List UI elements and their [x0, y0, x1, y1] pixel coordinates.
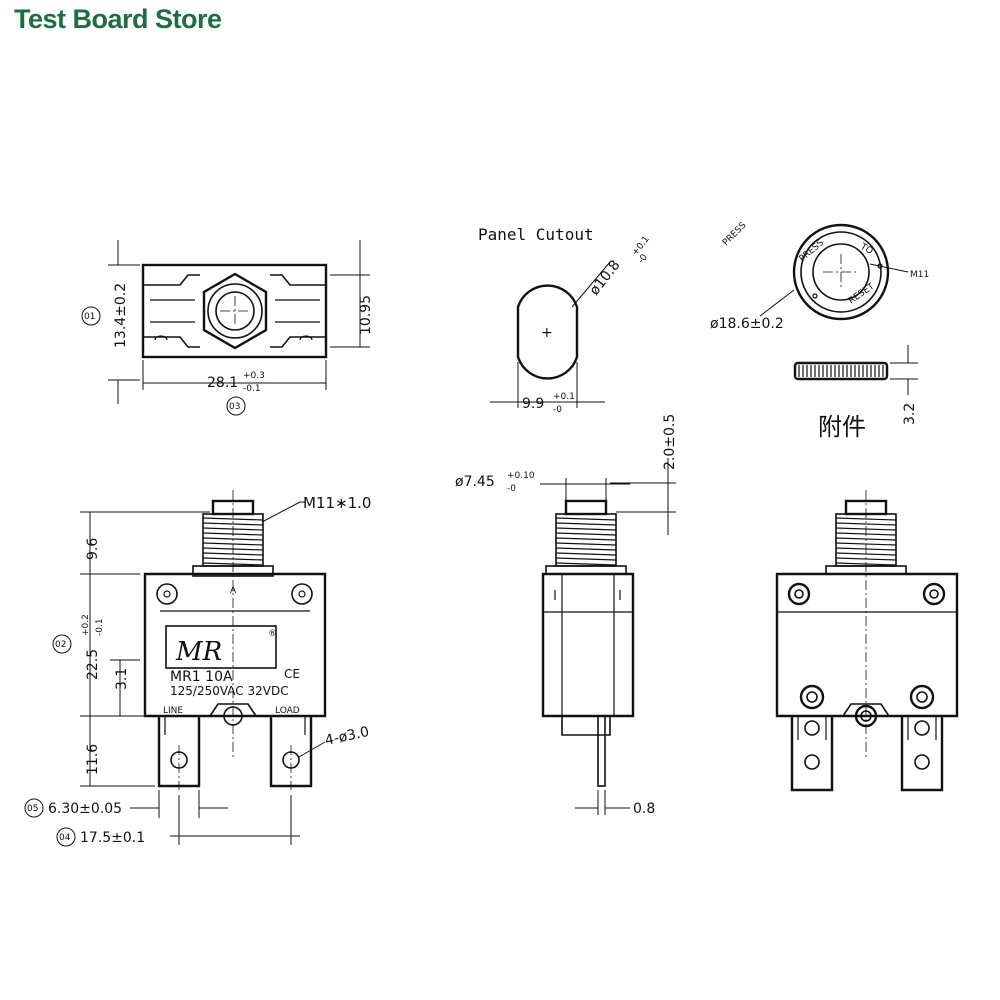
svg-text:TO: TO — [858, 241, 875, 256]
thread-line — [835, 522, 897, 526]
thread-line — [555, 547, 617, 551]
side-diameter: ø7.45 — [455, 474, 495, 490]
top-inner-dim: 10.95 — [358, 295, 374, 335]
ce-mark: CE — [284, 667, 300, 681]
top-view: 13.4±0.2 10.95 28.1 +0.3 -0.1 01 03 — [81, 240, 374, 416]
top-width-dim: 28.1 — [207, 375, 238, 391]
side-body — [541, 572, 635, 718]
ref-04: 04 — [59, 833, 71, 843]
svg-text:RESET: RESET — [847, 281, 877, 306]
thread-line — [555, 537, 617, 541]
dim-thread-height: 9.6 — [85, 538, 101, 560]
dim-thickness: 0.8 — [633, 801, 655, 817]
rear-body — [775, 572, 959, 718]
rating-text: 125/250VAC 32VDC — [170, 684, 289, 698]
nut-accessory: PRESS PRESS TO RESET M11 ø18.6±0.2 3.2 附… — [710, 220, 929, 441]
svg-text:+: + — [541, 325, 553, 341]
thread-line — [555, 522, 617, 526]
load-label: LOAD — [275, 706, 300, 716]
thread-line — [555, 562, 617, 566]
svg-text:A: A — [230, 586, 237, 596]
svg-text:+0.3: +0.3 — [243, 371, 265, 381]
dim-pitch: 17.5±0.1 — [80, 830, 145, 846]
svg-text:+0.1: +0.1 — [553, 392, 575, 402]
dim-mid: 3.1 — [114, 668, 130, 690]
cutout-dia: ø10.8 — [587, 257, 624, 298]
svg-text:-0: -0 — [507, 484, 516, 494]
cutout-shape — [516, 284, 579, 380]
cutout-width: 9.9 — [522, 396, 544, 412]
thread-line — [202, 517, 264, 521]
ref-02: 02 — [55, 640, 66, 650]
press-label: PRESS — [721, 220, 749, 248]
hole-label: 4-ø3.0 — [324, 724, 371, 749]
nut-diameter: ø18.6±0.2 — [710, 316, 784, 332]
svg-text:-0.1: -0.1 — [95, 618, 105, 636]
rear-terminal-right — [900, 716, 944, 792]
thread-line — [555, 527, 617, 531]
ref-05: 05 — [27, 804, 38, 814]
svg-text:+0.2: +0.2 — [81, 614, 91, 636]
top-height-dim: 13.4±0.2 — [113, 283, 129, 348]
nut-thickness: 3.2 — [902, 403, 918, 425]
svg-text:-0.1: -0.1 — [243, 384, 261, 394]
brand-title: Test Board Store — [14, 4, 222, 34]
line-label: LINE — [163, 706, 183, 716]
thread-line — [555, 517, 617, 521]
dim-button: 2.0±0.5 — [662, 414, 678, 470]
ref-01: 01 — [84, 312, 95, 322]
accessory-label: 附件 — [818, 413, 866, 441]
thread-line — [555, 532, 617, 536]
side-button — [564, 499, 608, 516]
ref-03: 03 — [229, 402, 240, 412]
dim-terminal: 11.6 — [85, 744, 101, 775]
rear-terminal-left — [790, 716, 834, 792]
dim-body-height: 22.5 — [85, 649, 101, 680]
rear-view — [775, 490, 959, 792]
thread-line — [835, 517, 897, 521]
front-body — [143, 572, 327, 718]
thread-line — [555, 552, 617, 556]
dim-terminal-width: 6.30±0.05 — [48, 801, 122, 817]
model-text: MR1 10A — [170, 669, 233, 685]
front-view: A MR ® MR1 10A CE 125/250VAC 32VDC LINE … — [24, 490, 371, 847]
nut-side — [793, 361, 889, 381]
thread-line — [202, 522, 264, 526]
svg-text:®: ® — [268, 629, 277, 639]
thread-label: M11∗1.0 — [303, 494, 371, 512]
hex-nut-outline — [202, 272, 268, 350]
panel-cutout-title: Panel Cutout — [478, 225, 594, 244]
panel-cutout: Panel Cutout + ø10.8 +0.1 -0 9.9 +0.1 -0 — [478, 225, 652, 415]
side-view: 2.0±0.5 ø7.45 +0.10 -0 0.8 — [455, 414, 678, 817]
thread-line — [555, 542, 617, 546]
svg-text:-0: -0 — [553, 405, 562, 415]
mr-logo: MR — [175, 637, 222, 667]
thread-line — [555, 557, 617, 561]
nut-thread: M11 — [910, 270, 929, 280]
svg-text:+0.10: +0.10 — [507, 471, 535, 481]
nut-outer — [792, 223, 890, 321]
top-view-body — [141, 263, 328, 359]
